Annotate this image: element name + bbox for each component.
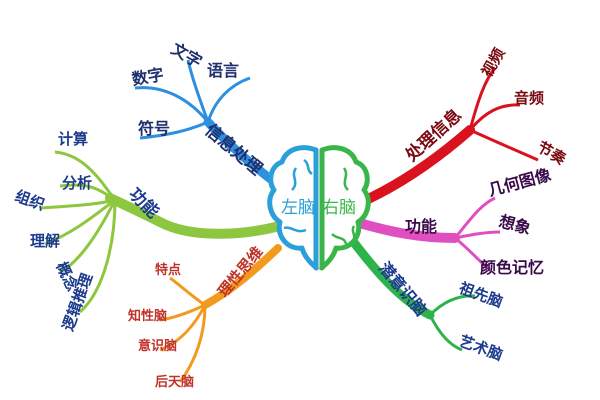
right-function-item-0: 几何图像 (486, 165, 554, 200)
brain: 左脑 右脑 (267, 145, 371, 271)
branch-rational-thinking: 理性思维 特点 知性脑 意识脑 后天脑 (128, 243, 282, 390)
branch-right-function: 功能 几何图像 想象 颜色记忆 (351, 165, 554, 277)
subconscious-title: 潜意识脑 (375, 258, 431, 319)
subconscious-item-1: 艺术脑 (457, 332, 505, 364)
info-item-0: 数字 (130, 65, 165, 89)
right-function-item-2: 颜色记忆 (480, 258, 544, 277)
left-function-item-1: 分析 (62, 174, 92, 192)
right-function-title: 功能 (405, 217, 437, 236)
info-item-1: 文字 (168, 39, 205, 71)
info-item-2: 语言 (207, 61, 239, 80)
process-item-1: 音频 (514, 89, 544, 107)
left-function-item-3: 理解 (30, 232, 60, 250)
process-item-2: 节奏 (534, 138, 570, 169)
process-item-0: 视频 (478, 45, 509, 80)
info-item-3: 符号 (138, 119, 170, 138)
branch-left-function: 功能 计算 分析 组织 理解 概念 逻辑推理 (13, 130, 285, 333)
right-hemisphere (319, 145, 371, 271)
info-processing-title: 信息处理 (201, 120, 267, 180)
rational-item-2: 意识脑 (138, 338, 177, 354)
right-function-item-1: 想象 (496, 211, 533, 238)
subconscious-item-0: 祖先脑 (456, 279, 505, 312)
rational-item-3: 后天脑 (155, 374, 194, 390)
rational-item-0: 特点 (155, 262, 181, 278)
left-hemisphere (267, 145, 319, 271)
left-function-item-2: 组织 (13, 187, 47, 214)
left-function-item-0: 计算 (58, 130, 88, 148)
left-brain-label: 左脑 (281, 198, 315, 218)
right-brain-label: 右脑 (322, 198, 356, 218)
rational-title: 理性思维 (214, 243, 266, 301)
branch-info-processing: 信息处理 数字 文字 语言 符号 (130, 39, 285, 191)
rational-item-1: 知性脑 (128, 308, 167, 324)
